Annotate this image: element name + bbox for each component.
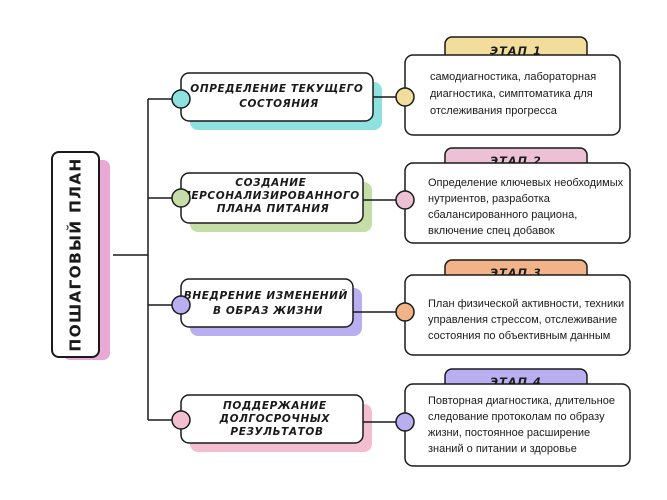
- step-4-right-dot: [395, 412, 415, 432]
- step-2: СОЗДАНИЕ ПЕРСОНАЛИЗИРОВАННОГО ПЛАНА ПИТА…: [171, 147, 631, 244]
- step-3-left-dot: [171, 295, 191, 315]
- step-3: ВНЕДРЕНИЕ ИЗМЕНЕНИЙ В ОБРАЗ ЖИЗНИ ЭТАП 3…: [171, 259, 631, 356]
- step-1: ОПРЕДЕЛЕНИЕ ТЕКУЩЕГО СОСТОЯНИЯ ЭТАП 1 са…: [171, 36, 621, 136]
- step-2-title: СОЗДАНИЕ ПЕРСОНАЛИЗИРОВАННОГО ПЛАНА ПИТА…: [182, 177, 364, 215]
- step-4-title-line-3: РЕЗУЛЬТАТОВ: [230, 426, 323, 438]
- step-3-desc-line-1: План физической активности, техники: [428, 298, 624, 310]
- step-4-desc-line-1: Повторная диагностика, длительное: [428, 395, 615, 407]
- title-text: ПОШАГОВЫЙ ПЛАН: [66, 157, 85, 351]
- step-3-right-dot: [395, 302, 415, 322]
- title-card: ПОШАГОВЫЙ ПЛАН: [51, 151, 110, 360]
- title-card-body: [51, 151, 100, 358]
- step-4-title-line-1: ПОДДЕРЖАНИЕ: [223, 400, 327, 412]
- step-4: ПОДДЕРЖАНИЕ ДОЛГОСРОЧНЫХ РЕЗУЛЬТАТОВ ЭТА…: [171, 368, 631, 467]
- step-2-desc-line-4: включение спец добавок: [428, 225, 555, 237]
- step-2-desc: Определение ключевых необходимых нутриен…: [428, 177, 626, 237]
- step-4-left-dot: [171, 410, 191, 430]
- step-4-desc: Повторная диагностика, длительное следов…: [428, 395, 618, 455]
- step-4-desc-line-3: жизни, постоянное расширение: [428, 427, 590, 439]
- step-1-right-dot: [395, 87, 415, 107]
- step-2-desc-line-1: Определение ключевых необходимых: [428, 177, 624, 189]
- step-3-card: [180, 278, 354, 328]
- step-4-desc-line-2: следование протоколам по образу: [428, 411, 605, 423]
- step-2-title-line-3: ПЛАНА ПИТАНИЯ: [217, 203, 330, 215]
- step-1-desc-line-2: диагностика, симптоматика для: [430, 88, 593, 100]
- step-2-title-line-2: ПЕРСОНАЛИЗИРОВАННОГО: [182, 190, 360, 202]
- step-1-left-dot: [171, 89, 191, 109]
- step-1-card: [180, 72, 374, 122]
- step-3-desc-line-2: управления стрессом, отслеживание: [428, 314, 617, 326]
- step-1-desc-line-1: самодиагностика, лабораторная: [430, 71, 596, 83]
- step-4-desc-line-4: знаний о питании и здоровье: [428, 443, 577, 455]
- step-4-title-line-2: ДОЛГОСРОЧНЫХ: [219, 413, 331, 425]
- step-1-title: ОПРЕДЕЛЕНИЕ ТЕКУЩЕГО СОСТОЯНИЯ: [190, 83, 367, 110]
- step-3-title-line-2: В ОБРАЗ ЖИЗНИ: [213, 305, 323, 317]
- connectors: [113, 98, 180, 421]
- step-3-desc: План физической активности, техники упра…: [428, 298, 627, 342]
- step-1-desc: самодиагностика, лабораторная диагностик…: [430, 71, 599, 117]
- step-1-title-line-2: СОСТОЯНИЯ: [239, 98, 319, 110]
- step-2-left-dot: [171, 188, 191, 208]
- step-3-title: ВНЕДРЕНИЕ ИЗМЕНЕНИЙ В ОБРАЗ ЖИЗНИ: [184, 289, 352, 317]
- step-3-desc-line-3: состояния по объективным данным: [428, 330, 610, 342]
- step-2-right-dot: [395, 190, 415, 210]
- step-2-title-line-1: СОЗДАНИЕ: [235, 177, 306, 189]
- step-2-desc-line-3: сбалансированного рациона,: [428, 209, 577, 221]
- step-2-desc-line-2: нутриентов, разработка: [428, 193, 551, 205]
- step-1-title-line-1: ОПРЕДЕЛЕНИЕ ТЕКУЩЕГО: [190, 83, 363, 95]
- step-1-desc-line-3: отслеживания прогресса: [430, 105, 558, 117]
- step-3-title-line-1: ВНЕДРЕНИЕ ИЗМЕНЕНИЙ: [184, 289, 348, 302]
- step-4-title: ПОДДЕРЖАНИЕ ДОЛГОСРОЧНЫХ РЕЗУЛЬТАТОВ: [219, 400, 335, 438]
